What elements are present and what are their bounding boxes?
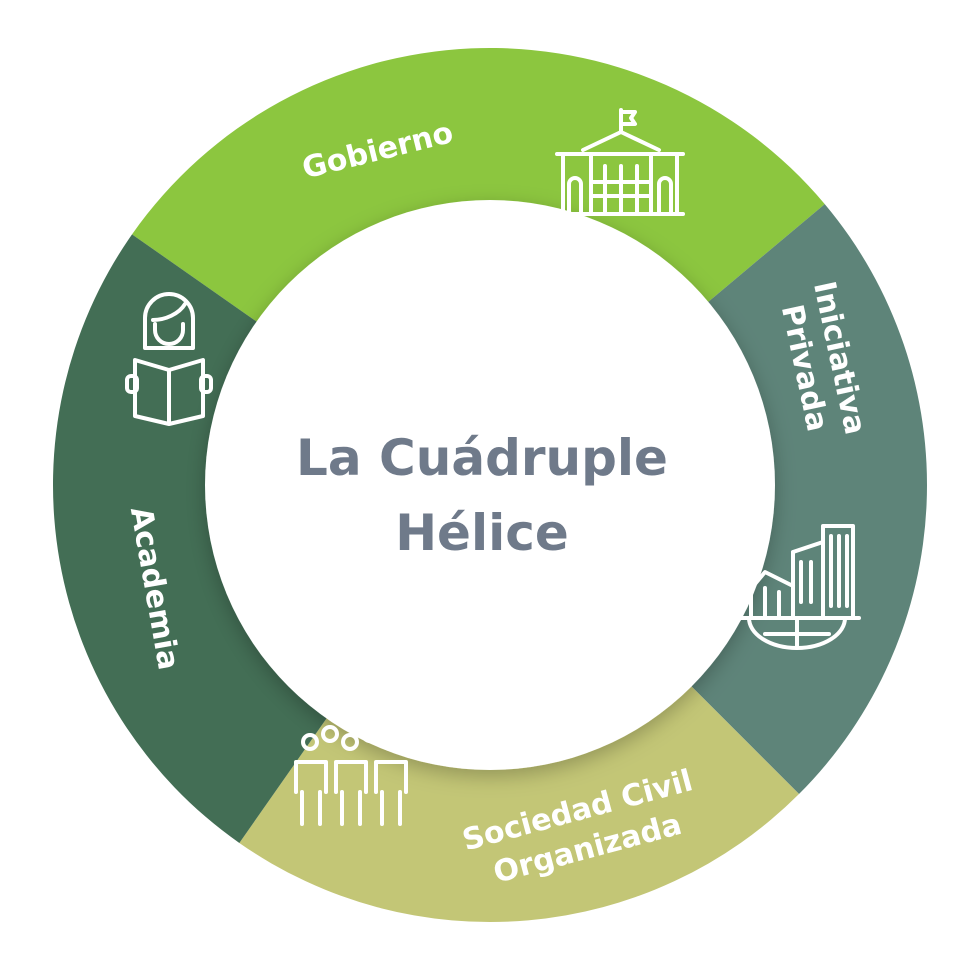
- city-buildings-icon: [733, 524, 861, 650]
- segment-iniciativa-privada: [680, 204, 927, 795]
- segment-academia: [53, 234, 336, 843]
- center-title-line1: La Cuádruple: [296, 429, 668, 487]
- people-group-icon: [294, 725, 408, 826]
- center-title-line2: Hélice: [395, 504, 569, 562]
- center-circle: [205, 200, 775, 770]
- student-reading-icon: [125, 292, 213, 426]
- government-building-icon: [555, 108, 685, 216]
